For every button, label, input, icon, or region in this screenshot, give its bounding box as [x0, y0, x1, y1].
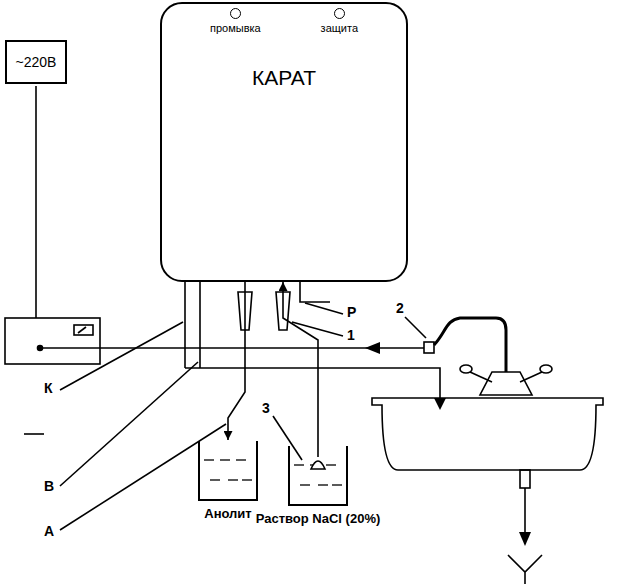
- device-name: КАРАТ: [162, 66, 406, 90]
- indicator: промывка: [210, 8, 261, 34]
- lamp-row: промывка защита: [162, 8, 406, 34]
- liquid-mark: [220, 459, 230, 460]
- callout-label: Р: [347, 304, 356, 320]
- device-box: промывка защитаКАРАТ: [160, 2, 408, 282]
- control-knob: [38, 346, 43, 351]
- liquid-mark: [228, 479, 238, 480]
- vessel-label: Анолит: [204, 506, 251, 522]
- arrowhead: [434, 398, 446, 410]
- liquid-mark: [242, 479, 252, 480]
- callout-label: 1: [347, 327, 355, 343]
- leader-line: [405, 317, 426, 338]
- faucet-handle: [540, 365, 552, 373]
- callout-label: В: [44, 478, 54, 494]
- liquid-mark: [318, 484, 328, 485]
- node-box: Раствор NaCl (20%): [255, 445, 381, 527]
- drain-arrow: [524, 488, 526, 536]
- callout-label: 3: [262, 400, 270, 416]
- liquid-mark: [294, 464, 304, 465]
- indicator: защита: [321, 8, 358, 34]
- tube-connector: [283, 282, 318, 445]
- sink: [372, 398, 603, 470]
- meter-window: [74, 325, 93, 335]
- liquid-mark: [210, 479, 220, 480]
- drain-line: [185, 368, 440, 400]
- callout-label: 2: [396, 300, 404, 316]
- catholyte-pipe: [184, 282, 186, 368]
- beaker-outline: [199, 441, 257, 500]
- liquid-mark: [332, 484, 342, 485]
- arrowhead: [365, 342, 380, 354]
- intake-tube: [317, 445, 319, 457]
- faucet-handle: [460, 365, 472, 373]
- control-unit: [5, 318, 100, 364]
- leader-line: [305, 303, 343, 314]
- callout-label: К: [44, 380, 53, 396]
- faucet-handle: [520, 372, 542, 382]
- leader-line: [60, 322, 183, 390]
- liquid-mark: [300, 484, 310, 485]
- leader-line: [273, 416, 302, 460]
- tube-connector: [228, 282, 245, 440]
- indicator-lamp: [230, 8, 241, 19]
- liquid-mark: [204, 459, 214, 460]
- hose-nut: [424, 342, 434, 353]
- meter-needle: [78, 327, 86, 333]
- pipe-p: [300, 282, 330, 302]
- beaker-outline: [289, 446, 347, 505]
- indicator-label: промывка: [210, 22, 261, 34]
- callout-label: А: [44, 523, 54, 539]
- power-wire: [35, 86, 37, 318]
- indicator-label: защита: [321, 22, 358, 34]
- leader-line: [60, 362, 198, 486]
- beaker: [286, 445, 350, 507]
- liquid-mark: [326, 464, 336, 465]
- faucet-handle: [470, 372, 492, 382]
- sewer-funnel: [508, 555, 542, 584]
- node-box: ~220В: [5, 40, 67, 84]
- sink-drain: [520, 470, 530, 488]
- stray-mark: [24, 433, 44, 435]
- faucet-hose: [434, 318, 506, 372]
- vessel-label: Раствор NaCl (20%): [256, 511, 381, 527]
- leader-line: [60, 424, 226, 530]
- drain-pipe: [199, 282, 201, 368]
- supply-label: ~220В: [16, 54, 57, 70]
- liquid-mark: [236, 459, 246, 460]
- faucet-body: [480, 372, 532, 395]
- node-box: Анолит: [190, 440, 266, 522]
- beaker: [196, 440, 260, 502]
- arrowhead: [519, 532, 531, 546]
- indicator-lamp: [334, 8, 345, 19]
- intake-float: [311, 461, 325, 469]
